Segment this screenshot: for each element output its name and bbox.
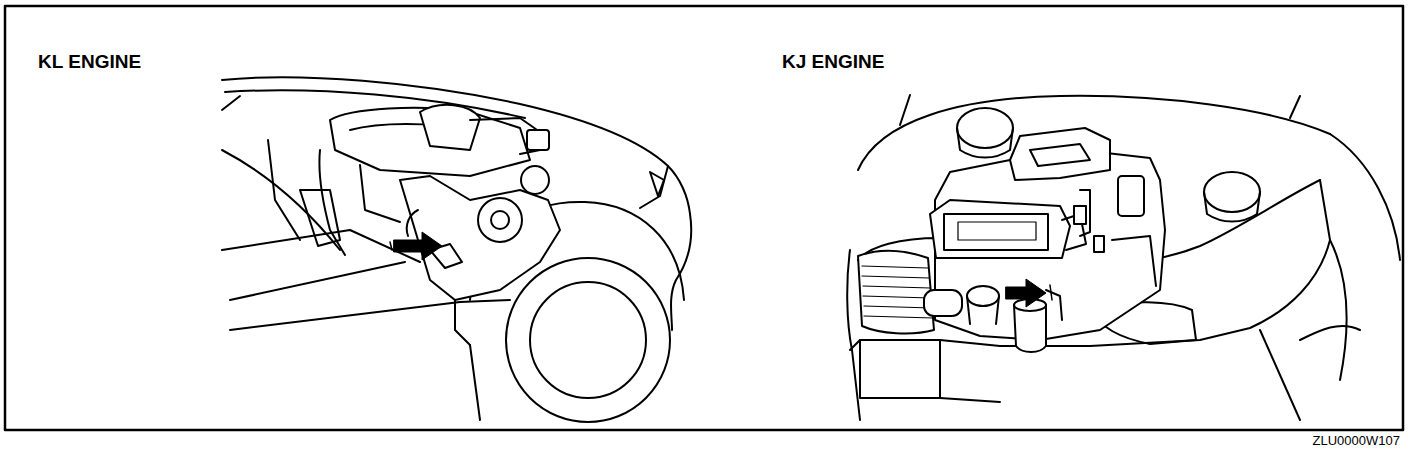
kj-car-drawing [847,95,1400,420]
engine-label: KL ENGINE [38,52,141,73]
kl-car-drawing [222,77,691,422]
frame [5,6,1403,430]
engine-label: KJ ENGINE [782,52,884,73]
figure-code: ZLU0000W107 [1313,434,1400,448]
